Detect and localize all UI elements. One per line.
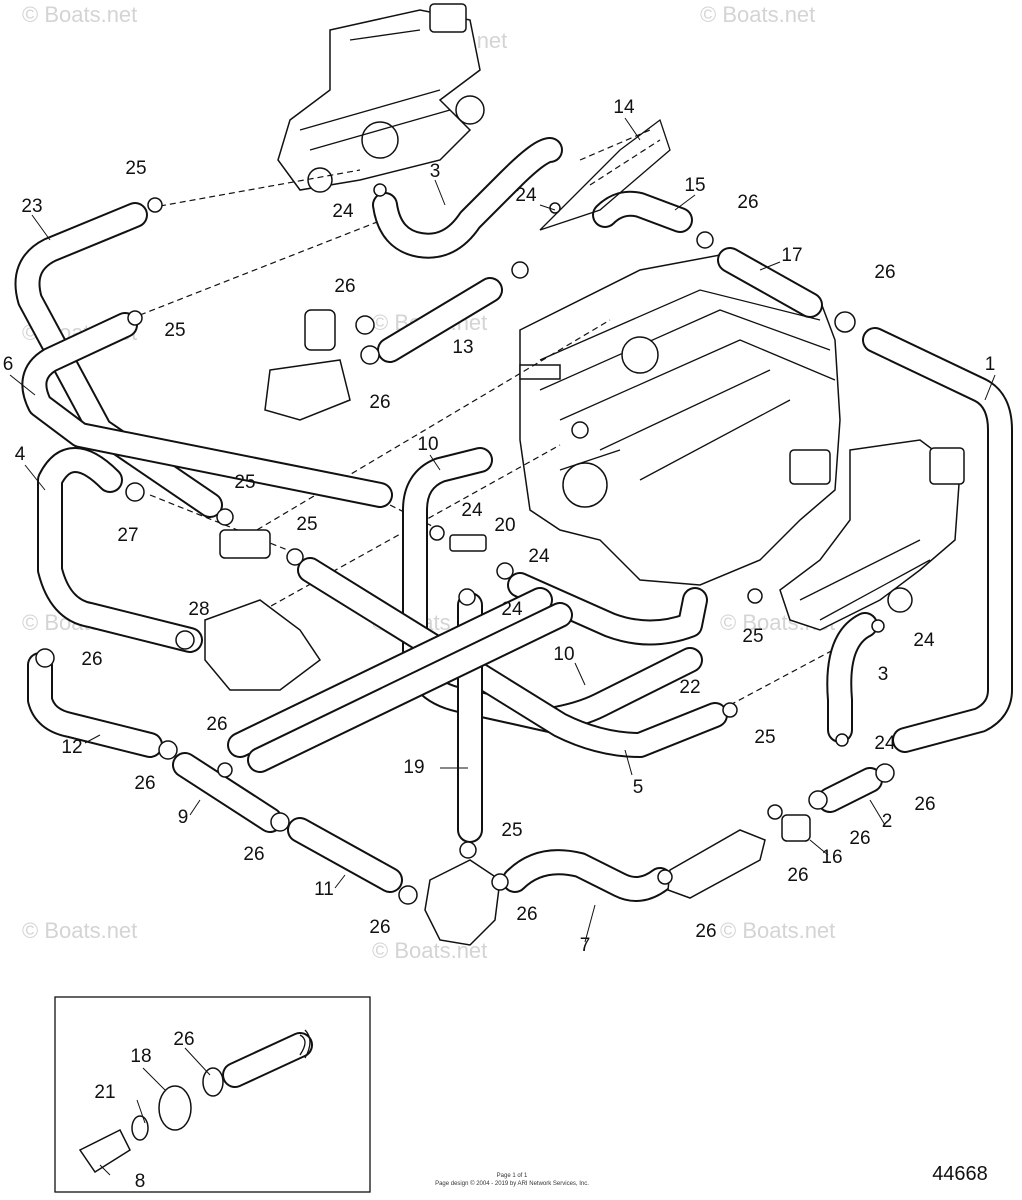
- callout-14: 14: [613, 97, 635, 118]
- callout-26: 26: [849, 828, 870, 849]
- callout-26: 26: [369, 917, 390, 938]
- leader-lines: [9, 117, 996, 1176]
- callout-21: 21: [94, 1082, 115, 1103]
- callout-26: 26: [787, 865, 808, 886]
- callout-9: 9: [178, 807, 189, 828]
- callout-26: 26: [334, 276, 355, 297]
- callout-26: 26: [914, 794, 935, 815]
- callout-25: 25: [164, 320, 185, 341]
- callout-26: 26: [206, 714, 227, 735]
- watermark: © Boats.net: [22, 2, 137, 27]
- callout-26: 26: [874, 262, 895, 283]
- exhaust-manifold-lower: [779, 439, 965, 631]
- callout-12: 12: [61, 737, 82, 758]
- callout-24: 24: [332, 201, 354, 222]
- callout-13: 13: [452, 337, 473, 358]
- callout-25: 25: [501, 820, 522, 841]
- exhaust-manifold-upper: [277, 3, 485, 193]
- footer: Page 1 of 1 Page design © 2004 - 2019 by…: [435, 1163, 988, 1187]
- callout-25: 25: [742, 626, 763, 647]
- watermark: © Boats.net: [22, 918, 137, 943]
- callout-8: 8: [135, 1171, 146, 1192]
- callout-6: 6: [3, 354, 14, 375]
- diagram-reference-number: 44668: [932, 1163, 988, 1185]
- callout-24: 24: [874, 733, 896, 754]
- callout-16: 16: [821, 847, 842, 868]
- callout-20: 20: [494, 515, 515, 536]
- callout-26: 26: [369, 392, 390, 413]
- callout-26: 26: [695, 921, 716, 942]
- callout-25: 25: [296, 514, 317, 535]
- callout-23: 23: [21, 196, 42, 217]
- callout-24: 24: [501, 599, 523, 620]
- callout-28: 28: [188, 599, 209, 620]
- callout-22: 22: [679, 677, 700, 698]
- callout-3: 3: [878, 664, 889, 685]
- callout-24: 24: [461, 500, 483, 521]
- callout-5: 5: [633, 777, 644, 798]
- callout-10: 10: [417, 434, 438, 455]
- callout-24: 24: [515, 185, 537, 206]
- footer-line: Page design © 2004 - 2019 by ARI Network…: [435, 1180, 589, 1187]
- callout-17: 17: [781, 245, 802, 266]
- callout-27: 27: [117, 525, 138, 546]
- hoses: [14, 137, 1013, 902]
- callout-10: 10: [553, 644, 574, 665]
- callout-25: 25: [754, 727, 775, 748]
- fittings-and-components: [35, 118, 895, 946]
- callout-26: 26: [516, 904, 537, 925]
- callout-18: 18: [130, 1046, 151, 1067]
- inset-detail: [54, 996, 371, 1193]
- callout-25: 25: [234, 472, 255, 493]
- callout-26: 26: [243, 844, 264, 865]
- callout-26: 26: [737, 192, 758, 213]
- callout-15: 15: [684, 175, 705, 196]
- engine-block: [519, 254, 841, 586]
- callout-1: 1: [985, 354, 996, 375]
- callout-19: 19: [403, 757, 424, 778]
- callout-2: 2: [882, 811, 893, 832]
- callout-3: 3: [430, 161, 441, 182]
- callout-24: 24: [913, 630, 935, 651]
- callout-25: 25: [125, 158, 146, 179]
- callout-26: 26: [81, 649, 102, 670]
- watermark: © Boats.net: [700, 2, 815, 27]
- callout-7: 7: [580, 935, 591, 956]
- callout-26: 26: [134, 773, 155, 794]
- callout-4: 4: [15, 444, 26, 465]
- callout-26: 26: [173, 1029, 194, 1050]
- callouts: 1 2 3 3 4 5 6 7 8 9 10 10 11 12 13 14 15…: [3, 97, 996, 1192]
- callout-11: 11: [314, 879, 334, 900]
- watermark: © Boats.net: [720, 918, 835, 943]
- callout-24: 24: [528, 546, 550, 567]
- footer-line: Page 1 of 1: [497, 1173, 528, 1179]
